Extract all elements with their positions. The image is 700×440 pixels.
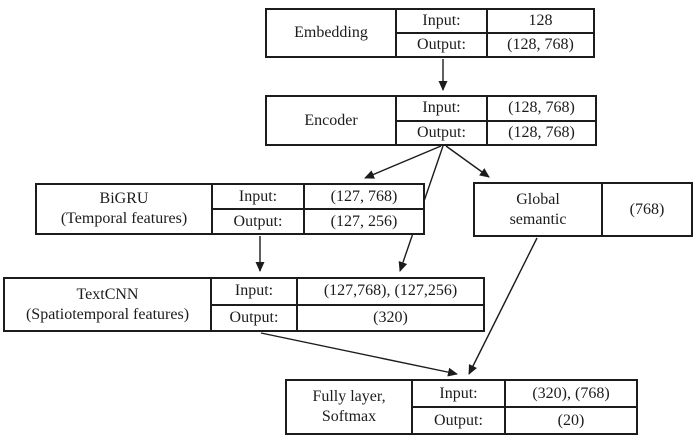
encoder-input-label: Input: <box>397 97 488 120</box>
textcnn-title-line2: (Spatiotemporal features) <box>25 305 190 323</box>
bigru-output-value: (127, 256) <box>330 212 398 230</box>
bigru-output-label: Output: <box>213 210 305 233</box>
fully-layer-output-label: Output: <box>413 408 506 433</box>
bigru-node: BiGRU (Temporal features) Input: (127, 7… <box>35 183 425 235</box>
embedding-title: Embedding <box>267 10 397 56</box>
global-semantic-value: (768) <box>629 200 665 218</box>
encoder-output-label: Output: <box>397 121 488 144</box>
fully-layer-title-line1: Fully layer, <box>312 388 386 405</box>
embedding-node: Embedding Input: 128 Output: (128, 768) <box>265 8 595 58</box>
arrow-textcnn-to-fully <box>260 332 458 377</box>
fully-layer-node: Fully layer, Softmax Input: (320), (768)… <box>285 379 638 435</box>
textcnn-output-label: Output: <box>212 305 298 330</box>
textcnn-input-label: Input: <box>212 279 298 304</box>
fully-layer-output-value: (20) <box>557 411 585 429</box>
global-semantic-node: Global semantic (768) <box>473 182 693 237</box>
bigru-title-line2: (Temporal features) <box>60 210 188 227</box>
bigru-input-label: Input: <box>213 185 305 208</box>
textcnn-node: TextCNN (Spatiotemporal features) Input:… <box>3 277 485 332</box>
fully-layer-input-label: Input: <box>413 381 506 406</box>
global-semantic-title-line1: Global <box>516 190 560 208</box>
fully-layer-input-value: (320), (768) <box>532 384 610 402</box>
encoder-output-value: (128, 768) <box>508 123 575 141</box>
encoder-title: Encoder <box>267 97 397 144</box>
bigru-input-value: (127, 768) <box>330 187 398 205</box>
arrow-encoder-to-bigru <box>364 145 442 179</box>
bigru-title-line1: BiGRU <box>99 190 149 207</box>
arrow-encoder-to-global-semantic <box>445 145 490 178</box>
embedding-output-value: (128, 768) <box>507 36 574 53</box>
embedding-input-value: 128 <box>528 12 553 29</box>
textcnn-output-value: (320) <box>373 308 408 326</box>
textcnn-title: TextCNN (Spatiotemporal features) <box>5 279 212 330</box>
fully-layer-title: Fully layer, Softmax <box>287 381 413 433</box>
bigru-title: BiGRU (Temporal features) <box>37 185 213 233</box>
textcnn-input-value: (127,768), (127,256) <box>323 282 458 300</box>
global-semantic-title: Global semantic <box>475 184 603 235</box>
global-semantic-title-line2: semantic <box>509 210 567 228</box>
embedding-input-label: Input: <box>397 10 488 32</box>
encoder-node: Encoder Input: (128, 768) Output: (128, … <box>265 95 597 146</box>
embedding-output-label: Output: <box>397 34 488 56</box>
fully-layer-title-line2: Softmax <box>321 408 377 425</box>
encoder-input-value: (128, 768) <box>508 99 575 117</box>
arrow-global-semantic-to-fully <box>468 237 538 375</box>
textcnn-title-line1: TextCNN <box>76 285 139 303</box>
